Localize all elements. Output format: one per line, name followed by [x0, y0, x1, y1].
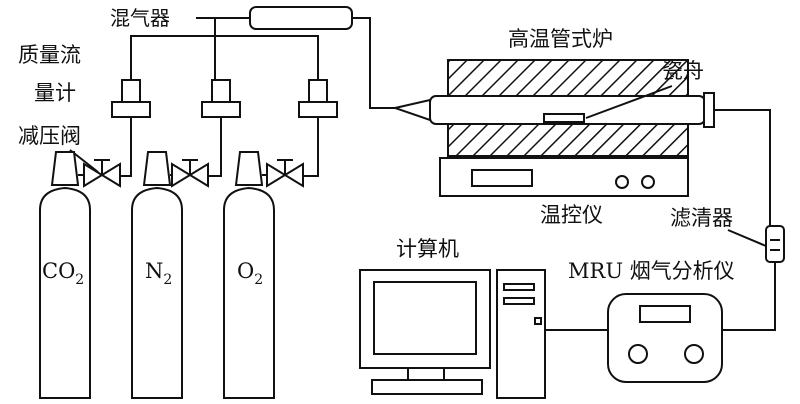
pressure-reducing-valve: [83, 159, 121, 188]
cylinder-label-n2: N2: [145, 259, 172, 288]
gas-lines: [120, 17, 776, 331]
computer-tower: [496, 269, 546, 399]
cylinder-label-co2: CO2: [42, 259, 84, 288]
mixer-label: 混气器: [110, 6, 170, 30]
boat-label: 瓷舟: [662, 59, 704, 83]
gas-cylinder-o2: [223, 151, 275, 399]
pressure-reducing-valve: [266, 159, 304, 188]
flue-gas-analyzer: [607, 293, 723, 383]
gas-cylinder-co2: [39, 151, 91, 399]
filter: [765, 225, 785, 263]
tube-furnace: [439, 59, 689, 197]
pressure-reducing-valve: [171, 159, 209, 188]
computer-label: 计算机: [396, 237, 459, 261]
mass-flow-controller: [201, 79, 241, 118]
boat-label-leader: [585, 85, 673, 119]
control-knob: [641, 175, 655, 189]
valve-label: 减压阀: [18, 124, 81, 148]
gas-cylinder-n2: [131, 151, 183, 399]
filter-label: 滤清器: [670, 206, 733, 230]
ceramic-boat: [543, 113, 585, 123]
quartz-tube: [391, 92, 715, 128]
computer-monitor: [359, 269, 491, 395]
mass-flow-controller: [298, 79, 338, 118]
filter-label-leader: [727, 229, 767, 247]
temp-controller-label: 温控仪: [540, 203, 603, 227]
gas-mixer: [196, 6, 353, 30]
mfc-label-line2: 量计: [34, 81, 76, 105]
furnace-label: 高温管式炉: [508, 27, 613, 51]
mass-flow-controller: [111, 79, 151, 118]
mfc-label-line1: 质量流: [18, 43, 81, 67]
analyzer-label: MRU 烟气分析仪: [568, 259, 735, 283]
cylinder-label-o2: O2: [237, 259, 263, 288]
control-knob: [615, 175, 629, 189]
temp-display: [471, 169, 533, 187]
